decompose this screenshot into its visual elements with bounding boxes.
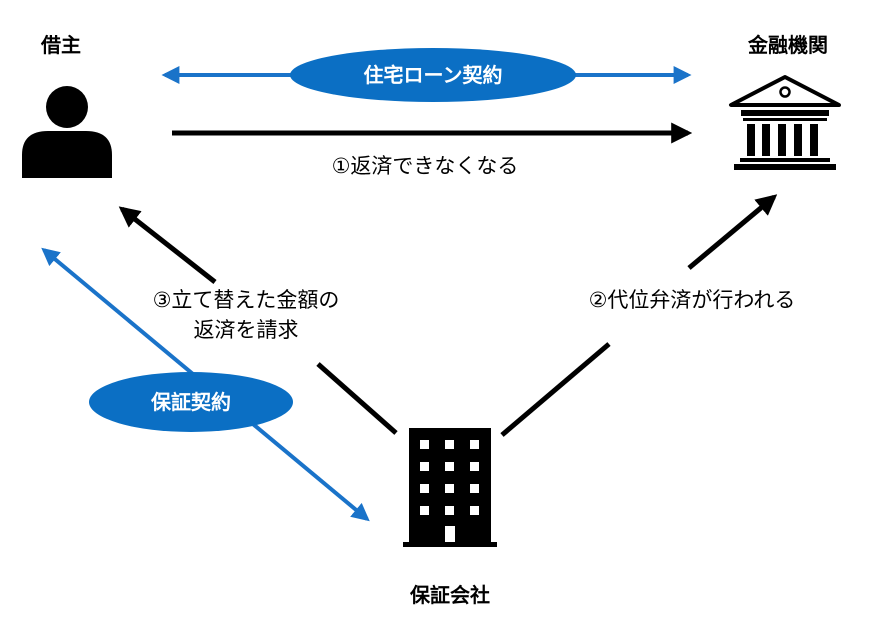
step3-arrow-tail-segment xyxy=(316,362,398,435)
office-building-icon xyxy=(403,428,497,547)
step1-label: ①返済できなくなる xyxy=(332,154,519,178)
step3-arrow-head-segment xyxy=(118,206,217,284)
step2-label: ②代位弁済が行われる xyxy=(589,288,796,312)
borrower-label: 借主 xyxy=(40,33,81,57)
bank-building-icon xyxy=(729,75,841,170)
person-icon xyxy=(22,86,112,178)
mortgage-contract-badge: 住宅ローン契約 xyxy=(290,48,576,102)
guarantor-label: 保証会社 xyxy=(409,583,490,607)
bank-label: 金融機関 xyxy=(747,33,828,57)
mortgage-contract-label: 住宅ローン契約 xyxy=(364,63,503,87)
guarantee-contract-label: 保証契約 xyxy=(150,390,231,414)
step3-label-line2: 返済を請求 xyxy=(194,318,299,342)
step2-arrow-tail-segment xyxy=(500,342,611,437)
guarantee-contract-badge: 保証契約 xyxy=(89,372,293,432)
step3-label-line1: ③立て替えた金額の xyxy=(153,288,340,312)
step2-arrow-head-segment xyxy=(687,194,778,270)
